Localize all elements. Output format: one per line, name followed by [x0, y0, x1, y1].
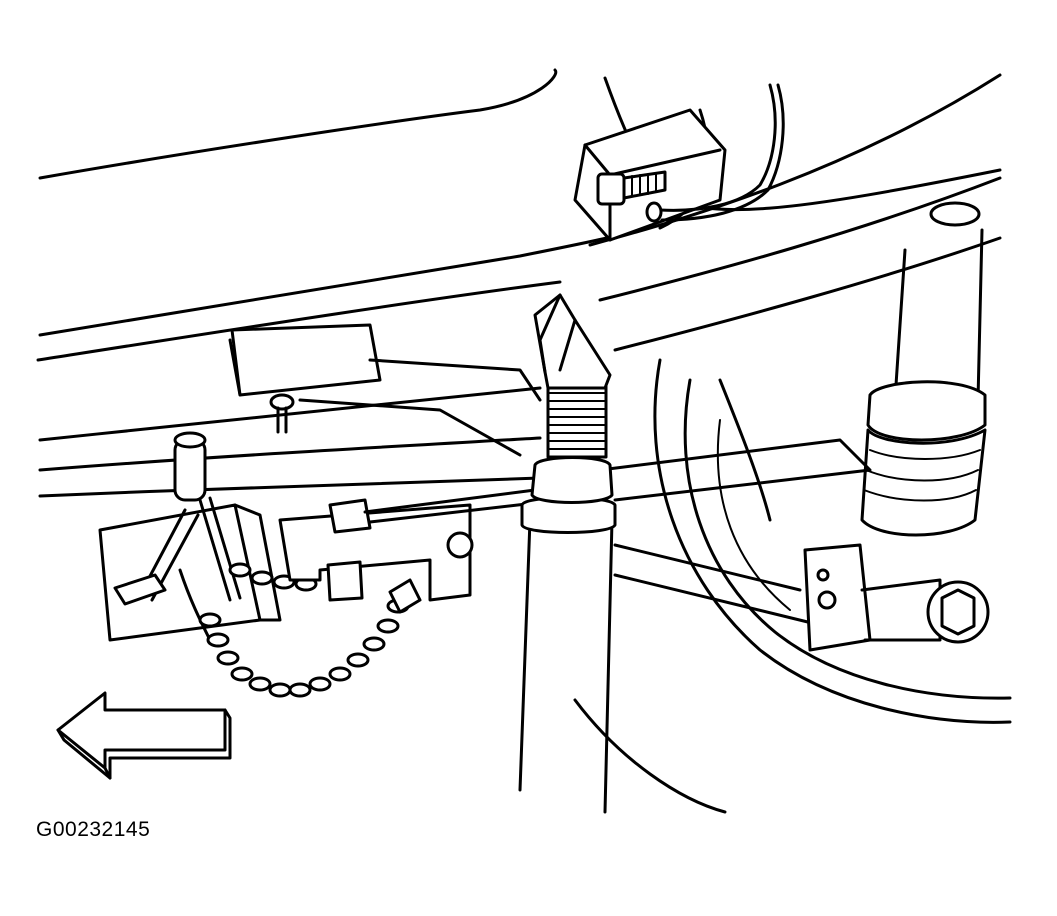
control-arm	[598, 378, 990, 652]
mount-bracket	[573, 108, 727, 242]
forward-arrow-icon	[56, 691, 227, 770]
vehicle-body	[36, 68, 1002, 498]
lock-pin	[113, 431, 207, 606]
jack-saddle	[533, 293, 612, 390]
brake-line	[645, 83, 785, 223]
body-plug-hole	[929, 201, 981, 227]
jack-stand-arm	[278, 488, 537, 614]
strut-assembly	[860, 228, 987, 537]
bracket-bolt	[596, 170, 667, 206]
ball-joint-nut	[926, 580, 990, 644]
frame-block	[228, 323, 542, 457]
tire	[573, 358, 1012, 814]
figure-id-label: G00232145	[36, 818, 151, 841]
frame-screw	[269, 393, 295, 434]
jack-stand-column	[518, 293, 617, 814]
jack-screw	[546, 383, 608, 459]
